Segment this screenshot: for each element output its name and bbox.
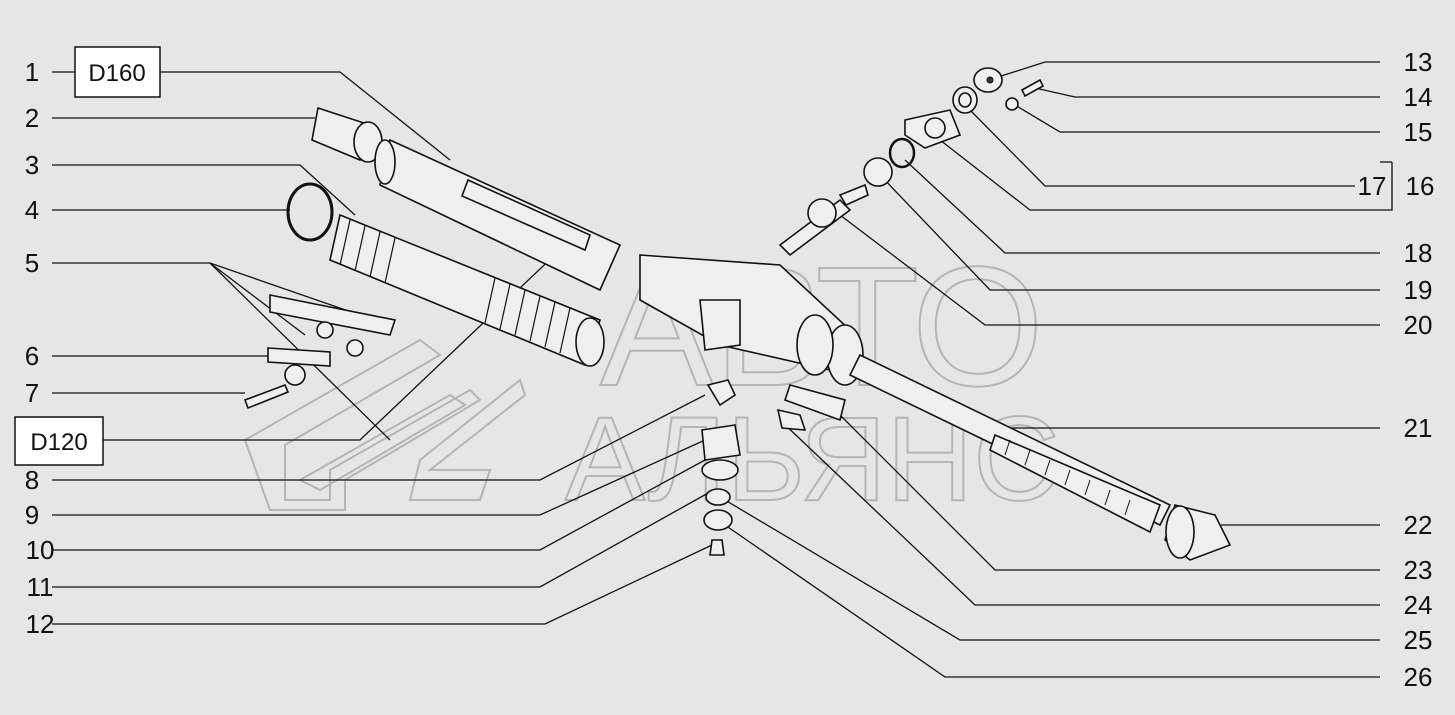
callout-8: 8 xyxy=(25,465,39,495)
callout-12: 12 xyxy=(26,609,55,639)
part-3-bellows xyxy=(329,213,605,367)
callout-4: 4 xyxy=(25,195,39,225)
watermark-logo xyxy=(243,338,527,511)
part-20-pinion xyxy=(778,183,869,257)
callout-23: 23 xyxy=(1404,555,1433,585)
part-13-washer xyxy=(973,67,1003,93)
box-label-d120: D120 xyxy=(14,416,104,466)
callout-5: 5 xyxy=(25,248,39,278)
part-21-rack xyxy=(848,353,1172,534)
part-housing xyxy=(639,254,864,386)
watermark-line2: АЛЬЯНС xyxy=(565,392,1060,526)
leader-lines-right xyxy=(724,61,1393,678)
callout-24: 24 xyxy=(1404,590,1433,620)
callout-7: 7 xyxy=(25,378,39,408)
part-5-6-brackets xyxy=(267,294,397,367)
leader-lines-left xyxy=(52,71,713,625)
callout-22: 22 xyxy=(1404,510,1433,540)
callout-2: 2 xyxy=(25,103,39,133)
callout-26: 26 xyxy=(1404,662,1433,692)
part-18-oring xyxy=(888,137,916,169)
part-8-12-yoke-stack xyxy=(701,379,741,556)
callouts-left: 1 2 3 4 5 6 7 8 9 10 11 12 xyxy=(25,57,55,639)
part-15-nut xyxy=(1005,97,1019,111)
callout-13: 13 xyxy=(1404,47,1433,77)
callout-14: 14 xyxy=(1404,82,1433,112)
callout-19: 19 xyxy=(1404,275,1433,305)
part-7-bolt xyxy=(243,364,306,410)
callout-3: 3 xyxy=(25,150,39,180)
part-19-seal xyxy=(863,157,893,187)
box-label-d160-text: D160 xyxy=(88,60,145,87)
callout-16: 16 xyxy=(1406,171,1435,201)
callout-25: 25 xyxy=(1404,625,1433,655)
part-16-cover xyxy=(904,109,962,149)
part-14-screw xyxy=(1020,78,1045,98)
part-23-24-clip xyxy=(776,384,846,431)
callout-10: 10 xyxy=(26,535,55,565)
callout-20: 20 xyxy=(1404,310,1433,340)
callout-21: 21 xyxy=(1404,413,1433,443)
part-2-end-cap xyxy=(311,106,383,163)
callout-18: 18 xyxy=(1404,238,1433,268)
callout-15: 15 xyxy=(1404,117,1433,147)
callout-11: 11 xyxy=(27,572,54,602)
callout-1: 1 xyxy=(25,57,39,87)
part-4-clamp xyxy=(286,182,334,242)
part-17-bearing xyxy=(952,86,978,114)
callout-9: 9 xyxy=(25,500,39,530)
callouts-right: 13 14 15 17 16 18 19 20 21 22 23 24 25 2… xyxy=(1358,47,1435,692)
part-1-rack-tube xyxy=(374,138,622,292)
box-label-d120-text: D120 xyxy=(30,429,87,456)
callout-6: 6 xyxy=(25,341,39,371)
box-label-d160: D160 xyxy=(74,46,161,98)
callout-17: 17 xyxy=(1358,171,1387,201)
part-22-end-plug xyxy=(1164,504,1232,561)
